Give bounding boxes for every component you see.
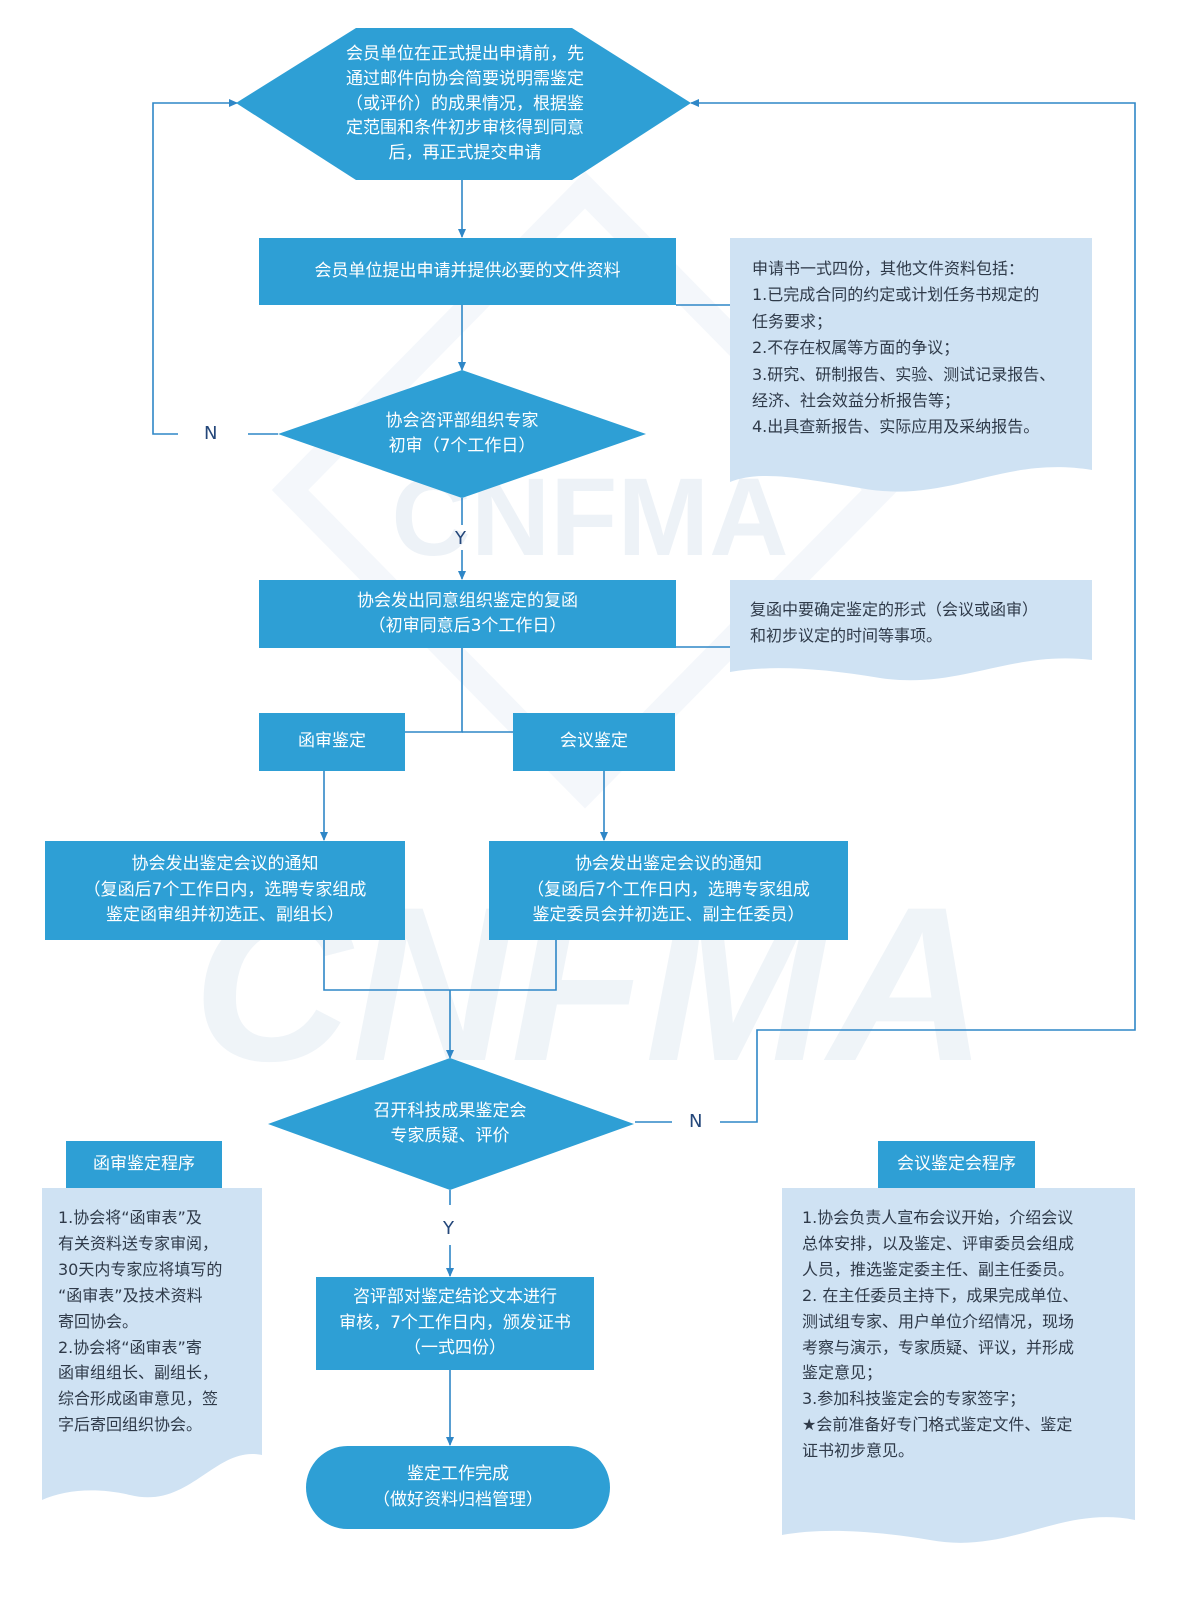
convene-yes-label: Y — [443, 1218, 454, 1239]
finish-node: 鉴定工作完成 （做好资料归档管理） — [306, 1446, 610, 1529]
line-notice-right-merge — [450, 940, 557, 991]
reply-note-panel — [730, 580, 1092, 681]
arrow-convene-n-loop — [690, 99, 1136, 1123]
line-notice-left-merge — [323, 940, 450, 991]
meeting-review-node: 会议鉴定 — [513, 713, 675, 771]
meeting-procedure-title: 会议鉴定会程序 — [878, 1141, 1035, 1188]
notice-letter-node: 协会发出鉴定会议的通知 （复函后7个工作日内，选聘专家组成 鉴定函审组并初选正、… — [45, 841, 405, 940]
certify-node: 咨评部对鉴定结论文本进行 审核，7个工作日内，颁发证书 （一式四份） — [316, 1277, 594, 1370]
review-yes-label: Y — [455, 528, 466, 549]
review-node: 协会咨评部组织专家 初审（7个工作日） — [385, 410, 539, 457]
letter-procedure-text: 1.协会将“函审表”及 有关资料送专家审阅， 30天内专家应将填写的 “函审表”… — [58, 1208, 223, 1435]
docs-note-panel — [730, 238, 1092, 492]
start-hexagon — [236, 28, 691, 180]
reply-node: 协会发出同意组织鉴定的复函 （初审同意后3个工作日） — [259, 580, 676, 648]
convene-no-label: N — [689, 1111, 703, 1132]
docs-note-text: 申请书一式四份，其他文件资料包括： 1.已完成合同的约定或计划任务书规定的 任务… — [752, 259, 1056, 437]
apply-node: 会员单位提出申请并提供必要的文件资料 — [259, 238, 676, 305]
meeting-procedure-text: 1.协会负责人宣布会议开始，介绍会议 总体安排，以及鉴定、评审委员会组成 人员，… — [802, 1208, 1079, 1461]
notice-meeting-node: 协会发出鉴定会议的通知 （复函后7个工作日内，选聘专家组成 鉴定委员会并初选正、… — [489, 841, 848, 940]
start-node: 会员单位在正式提出申请前，先 通过邮件向协会简要说明需鉴定 （或评价）的成果情况… — [346, 44, 584, 163]
letter-procedure-title: 函审鉴定程序 — [66, 1141, 222, 1188]
meeting-procedure-panel — [782, 1188, 1135, 1543]
review-diamond — [278, 370, 646, 498]
letter-procedure-panel — [42, 1188, 262, 1500]
arrow-review-n-loop — [152, 99, 238, 435]
convene-node: 召开科技成果鉴定会 专家质疑、评价 — [373, 1100, 527, 1147]
letter-review-node: 函审鉴定 — [259, 713, 405, 771]
reply-note-text: 复函中要确定鉴定的形式（会议或函审） 和初步议定的时间等事项。 — [750, 600, 1039, 646]
convene-diamond — [268, 1058, 634, 1190]
review-no-label: N — [204, 423, 218, 444]
